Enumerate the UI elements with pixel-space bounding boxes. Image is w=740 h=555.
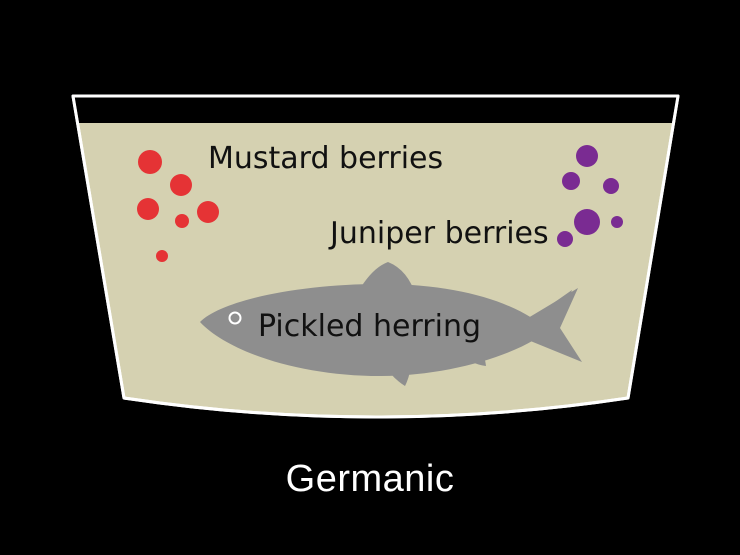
red-berry-icon [175, 214, 189, 228]
herring-fish-icon [200, 262, 582, 386]
jar-outline [71, 94, 680, 419]
purple-berry-icon [574, 209, 600, 235]
juniper-berries-group [557, 145, 623, 247]
mustard-berries-label: Mustard berries [208, 141, 443, 176]
purple-berry-icon [603, 178, 619, 194]
purple-berry-icon [611, 216, 623, 228]
red-berry-icon [170, 174, 192, 196]
mustard-berries-group [137, 150, 219, 262]
diagram-caption: Germanic [285, 458, 455, 500]
pickled-herring-label: Pickled herring [258, 309, 481, 344]
purple-berry-icon [557, 231, 573, 247]
red-berry-icon [197, 201, 219, 223]
fish-body [200, 284, 580, 376]
red-berry-icon [156, 250, 168, 262]
red-berry-icon [138, 150, 162, 174]
fish-tail [528, 288, 582, 362]
fish-eye [228, 311, 242, 325]
jar-lid-band [74, 97, 677, 123]
purple-berry-icon [576, 145, 598, 167]
purple-berry-icon [562, 172, 580, 190]
juniper-berries-label: Juniper berries [328, 216, 549, 251]
red-berry-icon [137, 198, 159, 220]
